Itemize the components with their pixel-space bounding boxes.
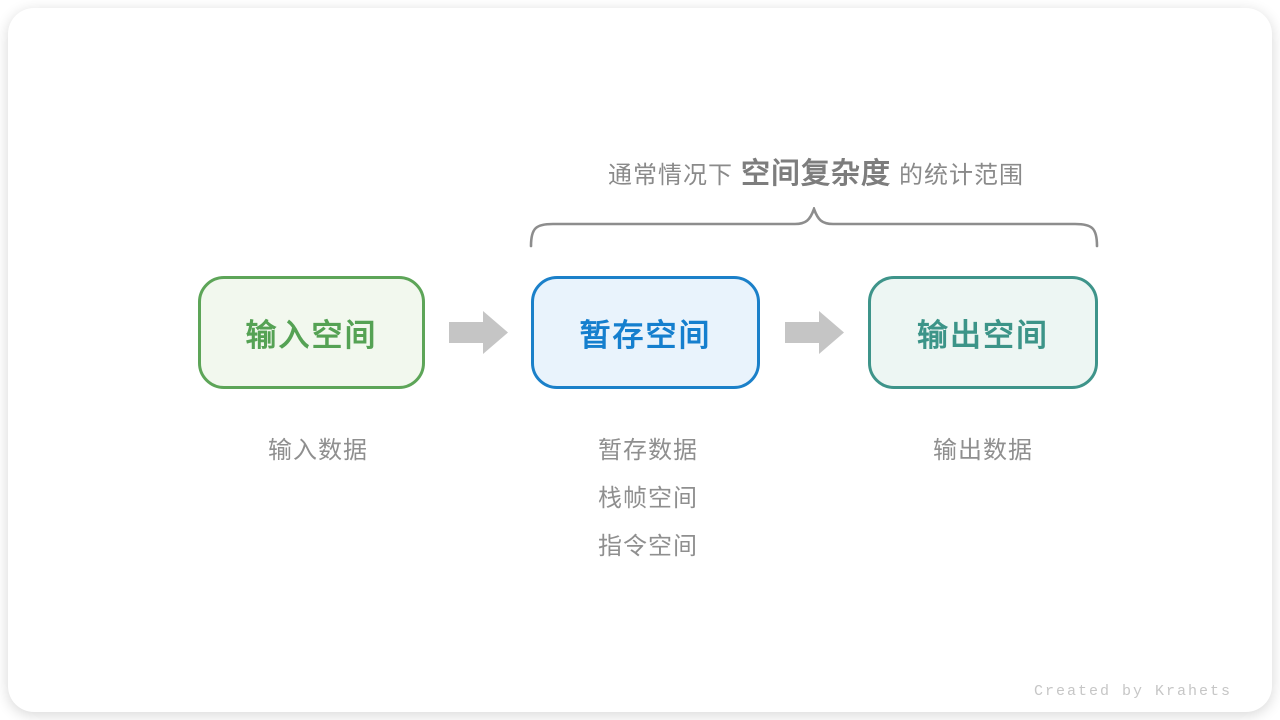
curly-brace [529,207,1099,248]
box-output-space: 输出空间 [868,276,1098,389]
scope-title: 通常情况下空间复杂度的统计范围 [516,150,1116,192]
scope-title-suffix: 的统计范围 [899,162,1024,189]
box-input-space-label: 输入空间 [245,318,378,353]
note-item: 栈帧空间 [598,485,698,512]
box-input-space: 输入空间 [198,276,425,389]
notes-temporary: 暂存数据 栈帧空间 指令空间 [518,427,778,571]
scope-title-prefix: 通常情况下 [607,162,733,189]
note-item: 输出数据 [933,437,1033,464]
diagram-card: 通常情况下空间复杂度的统计范围 输入空间 暂存空间 输出空间 输入数据 暂存数据… [8,8,1272,712]
note-item: 暂存数据 [598,437,698,464]
box-temporary-space-label: 暂存空间 [579,318,712,353]
box-output-space-label: 输出空间 [917,318,1049,353]
scope-title-highlight: 空间复杂度 [740,158,891,190]
note-item: 输入数据 [268,437,368,464]
credit-text: Created by Krahets [1033,683,1232,700]
notes-input: 输入数据 [188,427,448,475]
arrow-right-icon [449,311,508,354]
box-temporary-space: 暂存空间 [531,276,760,389]
arrow-right-icon [785,311,844,354]
notes-output: 输出数据 [853,427,1113,475]
note-item: 指令空间 [598,533,698,560]
